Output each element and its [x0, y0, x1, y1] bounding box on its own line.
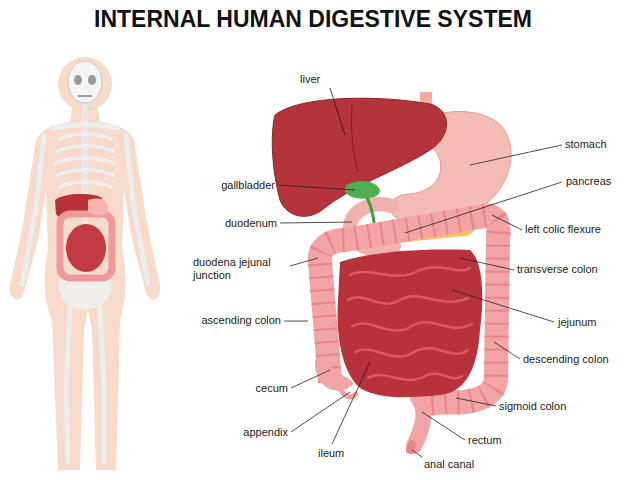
- skull: [68, 61, 102, 103]
- appendix-shape: [340, 386, 356, 397]
- part-label: rectum: [468, 434, 502, 447]
- ribcage: [54, 134, 116, 188]
- small-colon: [60, 214, 112, 278]
- leader-line: [280, 222, 352, 223]
- part-label: cecum: [256, 382, 288, 395]
- leader-line: [456, 398, 496, 406]
- leader-line: [290, 258, 318, 266]
- coil: [350, 267, 470, 276]
- jaw: [78, 95, 92, 97]
- leg-bone: [66, 306, 70, 462]
- part-label: stomach: [565, 138, 607, 151]
- coil: [355, 348, 468, 356]
- part-label: jejunum: [558, 316, 597, 329]
- small-stomach: [88, 198, 108, 215]
- leader-line: [460, 258, 514, 270]
- part-label: ileum: [318, 447, 344, 460]
- part-label: left colic flexure: [525, 223, 601, 236]
- part-label: sigmoid colon: [499, 400, 566, 413]
- leader-line: [494, 342, 520, 359]
- liver-shape: [272, 98, 446, 216]
- part-label: appendix: [243, 426, 288, 439]
- part-label: ascending colon: [201, 314, 281, 327]
- leader-line: [284, 321, 308, 322]
- coil: [352, 322, 472, 330]
- clavicles: [50, 124, 120, 128]
- part-label: duodena jejunal junction: [193, 256, 288, 282]
- small-intestine: [66, 224, 106, 272]
- arm-bone: [126, 136, 148, 284]
- leader-line: [291, 370, 330, 388]
- eye-socket: [74, 75, 82, 85]
- leader-line: [492, 215, 522, 230]
- leader-line: [422, 412, 465, 440]
- coil: [368, 374, 462, 380]
- leg-bone: [100, 306, 104, 462]
- coil: [348, 296, 468, 303]
- rib: [55, 146, 115, 152]
- part-label: gallbladder: [221, 179, 275, 192]
- part-label: pancreas: [566, 175, 611, 188]
- small-intestine-shape: [338, 250, 483, 398]
- intestine-coils: [348, 267, 472, 380]
- body-figure: [10, 57, 160, 470]
- rib: [58, 134, 112, 140]
- rib: [58, 182, 112, 188]
- head: [58, 57, 112, 111]
- leader-line: [279, 185, 355, 190]
- part-label: anal canal: [424, 458, 474, 471]
- limb-bones: [22, 136, 148, 462]
- part-label: transverse colon: [517, 263, 598, 276]
- rectum-shape: [414, 398, 423, 446]
- liver-lobe-line: [351, 104, 358, 172]
- title: INTERNAL HUMAN DIGESTIVE SYSTEM: [0, 6, 626, 33]
- leader-line: [332, 362, 370, 444]
- rib: [55, 170, 115, 176]
- leader-line: [330, 88, 345, 135]
- leader-line: [452, 290, 554, 322]
- part-label: liver: [300, 73, 320, 86]
- digestive-organs: [272, 92, 511, 450]
- anal-canal-shape: [410, 444, 412, 450]
- colon-haustra: [320, 216, 499, 404]
- arm-bone: [22, 136, 44, 284]
- leader-line: [470, 145, 562, 165]
- eye-socket: [88, 75, 96, 85]
- leader-line: [412, 450, 422, 457]
- part-label: descending colon: [523, 353, 609, 366]
- rib: [54, 158, 116, 164]
- colon-shape: [320, 216, 499, 404]
- leader-line: [291, 392, 350, 432]
- part-label: duodenum: [225, 217, 277, 230]
